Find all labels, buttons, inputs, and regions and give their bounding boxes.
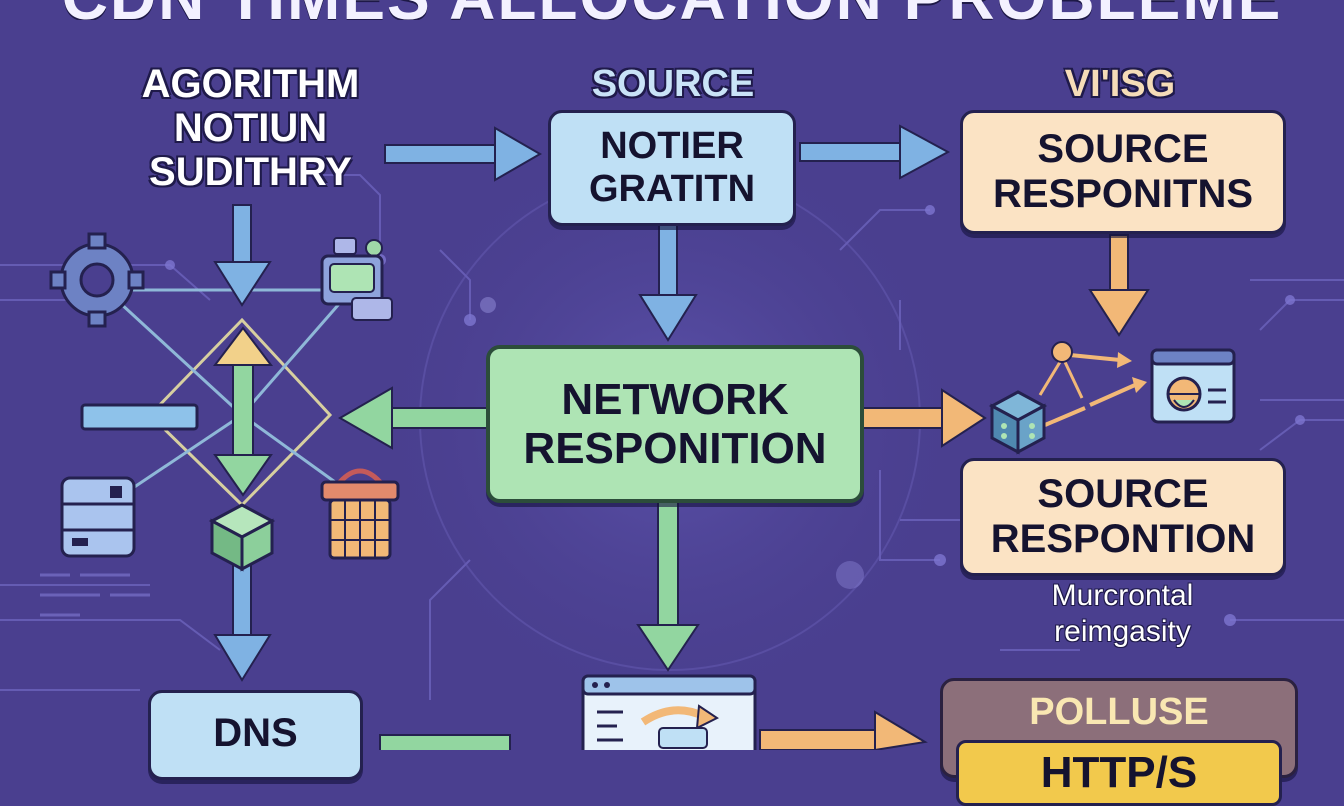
network-node-icon (988, 390, 1048, 455)
source-respontion-line-2: RESPONTION (990, 517, 1256, 561)
caption-line-2: reimgasity (1054, 615, 1191, 648)
cube-icon (208, 503, 276, 572)
robot-icon (320, 237, 393, 321)
notier-line-2: GRATITN (588, 168, 756, 210)
orange-arrows (759, 234, 1150, 750)
network-line-1: NETWORK (561, 374, 789, 424)
pollute-label: POLLUSE (1029, 691, 1209, 733)
pollute-sub-label: HTTP/S (956, 739, 1282, 806)
server-icon (60, 476, 136, 558)
person-node-icon (1051, 341, 1073, 363)
source-responitns-line-1: SOURCE (1037, 127, 1209, 172)
dns-label: DNS (213, 711, 298, 755)
shopping-basket-icon (320, 468, 400, 560)
document-window-icon (581, 674, 757, 750)
gear-icon (49, 232, 145, 328)
dns-node: DNS (148, 690, 363, 780)
diagram-title: CDN TIMES ALLOCATION PROBLEME (0, 0, 1344, 20)
source-respontion-line-1: SOURCE (1037, 472, 1209, 517)
algorithm-line-3: SUDITHRY (149, 150, 352, 194)
blue-arrows (213, 124, 951, 682)
pollute-node: POLLUSE HTTP/S (940, 678, 1298, 806)
network-line-2: RESPONITION (523, 424, 827, 473)
notier-node: NOTIER GRATITN (548, 110, 796, 226)
browser-window-icon (1150, 348, 1236, 424)
network-node: NETWORK RESPONITION (486, 345, 864, 503)
source-heading: SOURCE (591, 63, 755, 105)
left-bar (80, 403, 199, 431)
notier-line-1: NOTIER (600, 125, 744, 168)
source-respontion-node: SOURCE RESPONTION (960, 458, 1286, 576)
visig-heading: VI'ISG (1064, 63, 1176, 105)
algorithm-line-2: NOTIUN (173, 106, 328, 150)
source-responitns-node: SOURCE RESPONITNS (960, 110, 1286, 234)
caption-line-1: Murcrontal (1051, 579, 1194, 612)
algorithm-label: AGORITHM NOTIUN SUDITHRY (118, 62, 383, 194)
caption: Murcrontal reimgasity (1000, 578, 1245, 650)
algorithm-line-1: AGORITHM (141, 62, 360, 106)
source-responitns-line-2: RESPONITNS (992, 172, 1254, 216)
green-arrows (212, 326, 700, 750)
